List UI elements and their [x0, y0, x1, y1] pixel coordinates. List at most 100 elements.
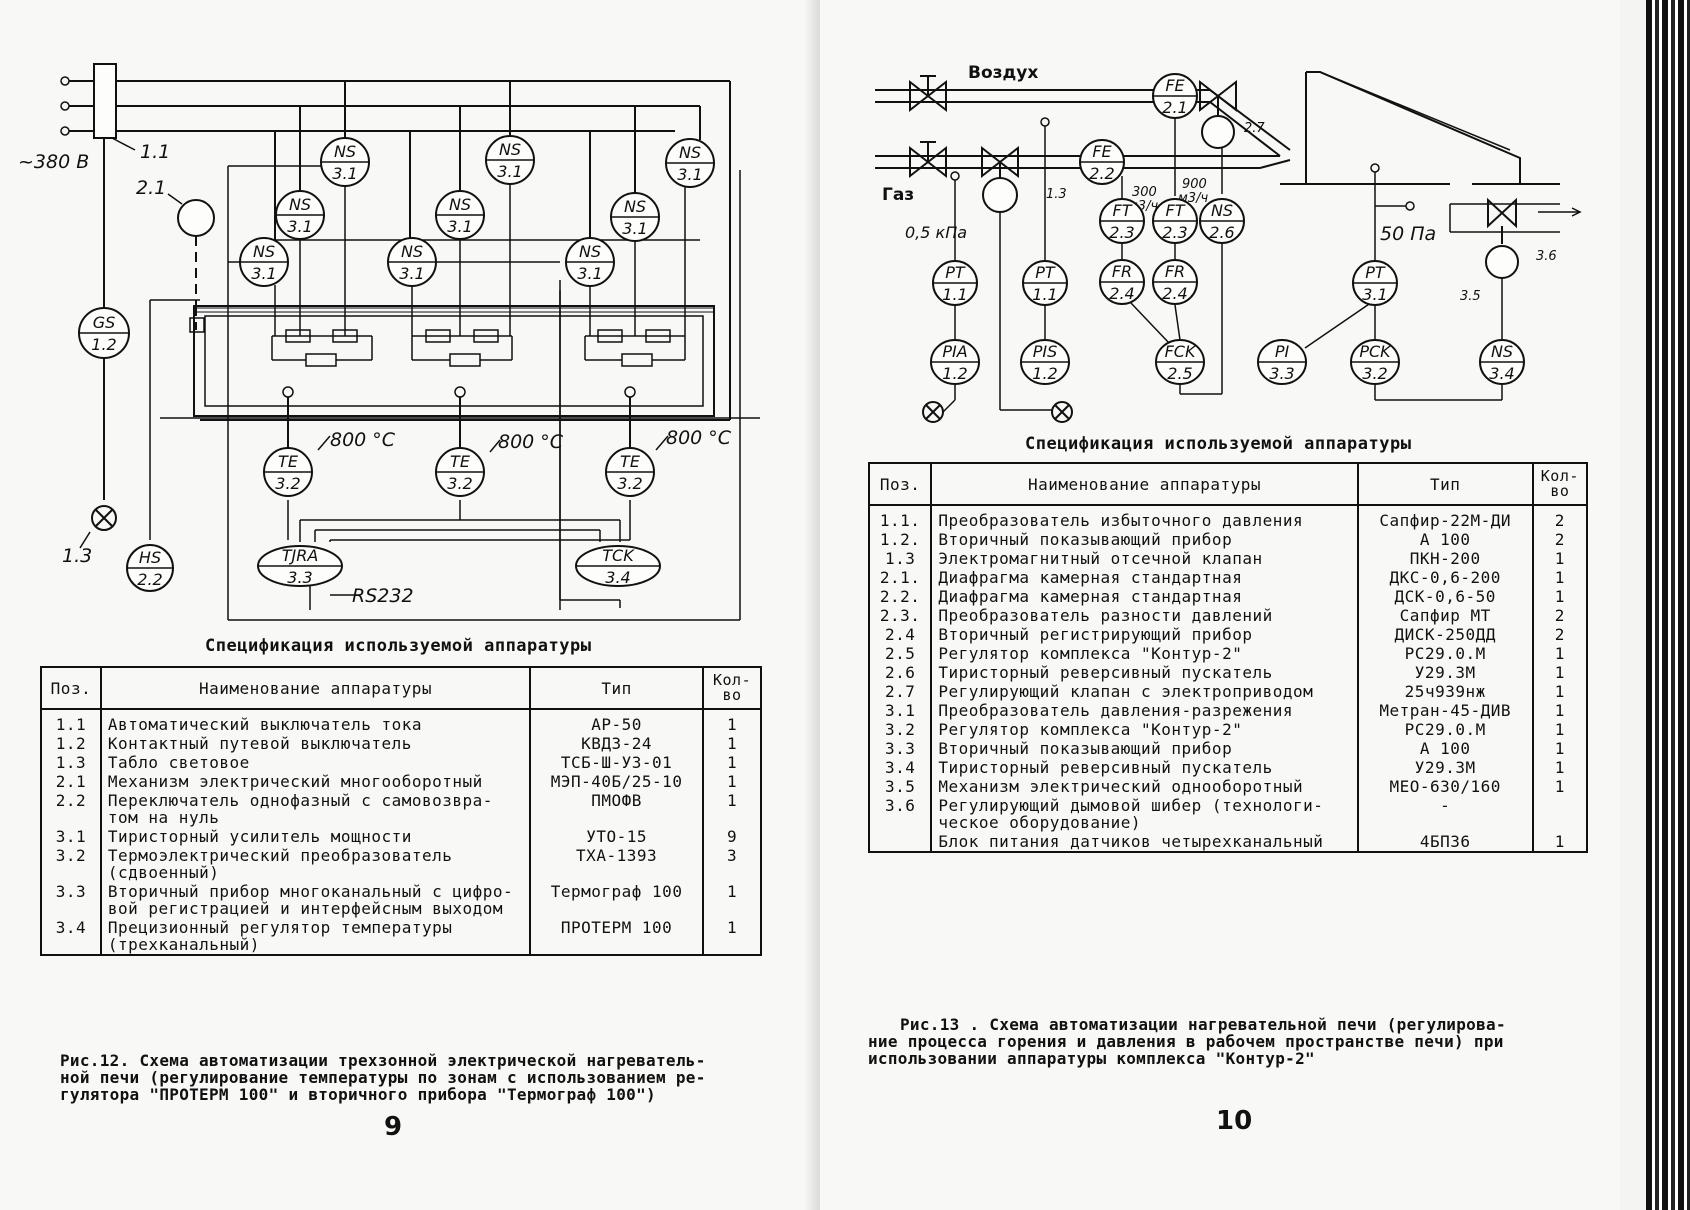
starter-ns-3-4-pos: 3.4: [1489, 364, 1514, 383]
alarm-lamp-1: [922, 399, 956, 423]
row-pos-text: 1.2: [55, 734, 87, 753]
row-pos-text: 1.3: [55, 753, 87, 772]
row-pos-text: 3.4: [55, 918, 87, 937]
power-amp-ns-3-1-pos: 3.1: [497, 162, 522, 181]
left-instrument-layer: NS3.1NS3.1NS3.1NS3.1NS3.1NS3.1NS3.1NS3.1…: [78, 135, 715, 592]
row-qty: [1531, 796, 1589, 832]
row-name-text: Электромагнитный отсечной клапан: [938, 549, 1263, 568]
row-type-text: ДСК-0,6-50: [1394, 587, 1496, 606]
alarm-lamp-2: [1051, 401, 1073, 423]
left-caption: Рис.12. Схема автоматизации трехзонной э…: [60, 1052, 780, 1103]
power-amp-ns-3-1: NS 3.1: [320, 137, 370, 187]
row-name-text: Блок питания датчиков четырехканальный: [938, 832, 1324, 851]
orifice-fe-2-2-code: FE: [1092, 142, 1112, 161]
row-name-text: Вторичный показывающий прибор: [938, 739, 1233, 758]
row-pos: 1.1: [40, 709, 102, 734]
recorder-fr-2-4: FR2.4: [1152, 259, 1198, 305]
power-amp-ns-3-1: NS3.1: [565, 237, 615, 287]
row-type: ДИСК-250ДД: [1356, 625, 1534, 644]
row-name-text: Регулирующий дымовой шибер (технологи-: [938, 796, 1324, 815]
controller-fck-2-5-pos: 2.5: [1167, 364, 1192, 383]
row-qty: 1: [702, 753, 762, 772]
indicator-pi-3-3: PI3.3: [1257, 339, 1307, 385]
row-qty: 1: [702, 918, 762, 956]
row-pos-text: 3.4: [884, 758, 916, 777]
furnace: [160, 305, 760, 419]
row-pos-text: 2.7: [884, 682, 916, 701]
power-amp-ns-3-1-pos: 3.1: [577, 264, 602, 283]
row-type-text: ПРОТЕРМ 100: [560, 918, 673, 937]
row-name: Табло световое: [99, 753, 532, 772]
right-page-number: 10: [1216, 1106, 1253, 1136]
row-qty: 1: [1531, 701, 1589, 720]
power-amp-ns-3-1-pos: 3.1: [332, 164, 357, 183]
row-pos: 3.6: [867, 796, 933, 832]
temperature-label-2: 800 °С: [498, 431, 564, 453]
starter-ns-2-6-code: NS: [1211, 201, 1233, 220]
row-type-text: 4БП36: [1419, 832, 1471, 851]
dp-transmitter-ft-2-3: FT2.3: [1152, 198, 1198, 244]
row-qty-text: 1: [1554, 832, 1565, 851]
row-pos-text: 2.2.: [879, 587, 921, 606]
col-name: Наименование аппаратуры: [930, 462, 1359, 506]
left-caption-line-3: гулятора "ПРОТЕРМ 100" и вторичного приб…: [60, 1085, 656, 1104]
label-flow-300: 300: [1132, 185, 1157, 200]
heater-zone-2: [411, 329, 513, 367]
row-type: ТСБ-Ш-УЗ-01: [529, 753, 705, 772]
row-name: Преобразователь избыточного давления: [930, 505, 1359, 530]
left-caption-line-1: Рис.12. Схема автоматизации трехзонной э…: [60, 1051, 706, 1070]
power-amp-ns-3-1-pos: 3.1: [251, 264, 276, 283]
row-pos: 2.1: [40, 772, 102, 791]
row-pos: 1.3: [867, 549, 933, 568]
row-qty-text: 1: [1554, 568, 1565, 587]
right-instrument-layer: FE2.1FE2.2FT2.3FT2.3FR2.4FR2.4NS2.6FCK2.…: [930, 73, 1525, 385]
dp-transmitter-ft-2-3-pos: 2.3: [1162, 223, 1187, 242]
power-amp-ns-3-1-pos: 3.1: [399, 264, 424, 283]
row-type-text: У29.3М: [1414, 758, 1476, 777]
row-pos-text: 1.1: [55, 715, 87, 734]
power-amp-ns-3-1-code: NS: [334, 142, 356, 161]
row-type: -: [1356, 796, 1534, 832]
row-qty-text: 1: [1554, 777, 1565, 796]
row-qty: 1: [1531, 739, 1589, 758]
row-qty-text: 1: [1554, 701, 1565, 720]
col-pos: Поз.: [867, 462, 933, 506]
air-control-valve-2-7: [1199, 79, 1237, 149]
starter-ns-3-4: NS3.4: [1479, 339, 1525, 385]
thermocouple-te-3-2: TE3.2: [605, 447, 655, 497]
limit-switch-gs-1-2: GS1.2: [78, 307, 130, 359]
row-qty: 9: [702, 827, 762, 846]
lamp-1-3: [91, 505, 117, 531]
row-name-text: Автоматический выключатель тока: [107, 715, 422, 734]
indicator-pis-1-2-code: PIS: [1033, 342, 1058, 361]
heater-zone-3: [584, 329, 686, 367]
row-qty-text: 1: [1554, 663, 1565, 682]
row-name: Преобразователь разности давлений: [930, 606, 1359, 625]
dp-transmitter-ft-2-3-code: FT: [1113, 201, 1133, 220]
right-caption-line-3: использовании аппаратуры комплекса "Конт…: [868, 1049, 1315, 1068]
controller-tck-3-4-pos: 3.4: [605, 568, 630, 587]
power-amp-ns-3-1-code: NS: [499, 140, 521, 159]
row-name: Вторичный показывающий прибор: [930, 739, 1359, 758]
row-qty: 1: [1531, 682, 1589, 701]
row-type: А 100: [1356, 530, 1534, 549]
right-diagram: 1.3 2.7 Воздух Газ 3.6 3.5: [875, 63, 1582, 423]
row-type-text: МЕО-630/160: [1389, 777, 1501, 796]
gas-pipe: [875, 155, 1291, 169]
label-1-3-right: 1.3: [1046, 187, 1067, 202]
row-name-text-line2: том на нуль: [107, 808, 220, 827]
row-pos: 3.3: [867, 739, 933, 758]
row-qty-text: 2: [1554, 511, 1565, 530]
indicator-pi-3-3-pos: 3.3: [1269, 364, 1294, 383]
row-qty-text: 1: [1554, 644, 1565, 663]
selector-hs-2-2-pos: 2.2: [137, 570, 162, 589]
selector-hs-2-2: HS2.2: [126, 544, 174, 592]
page-edge-strip: [1646, 0, 1690, 1210]
row-type-text: 25ч939нж: [1404, 682, 1486, 701]
right-table-body: 1.1.Преобразователь избыточного давления…: [867, 505, 1589, 853]
